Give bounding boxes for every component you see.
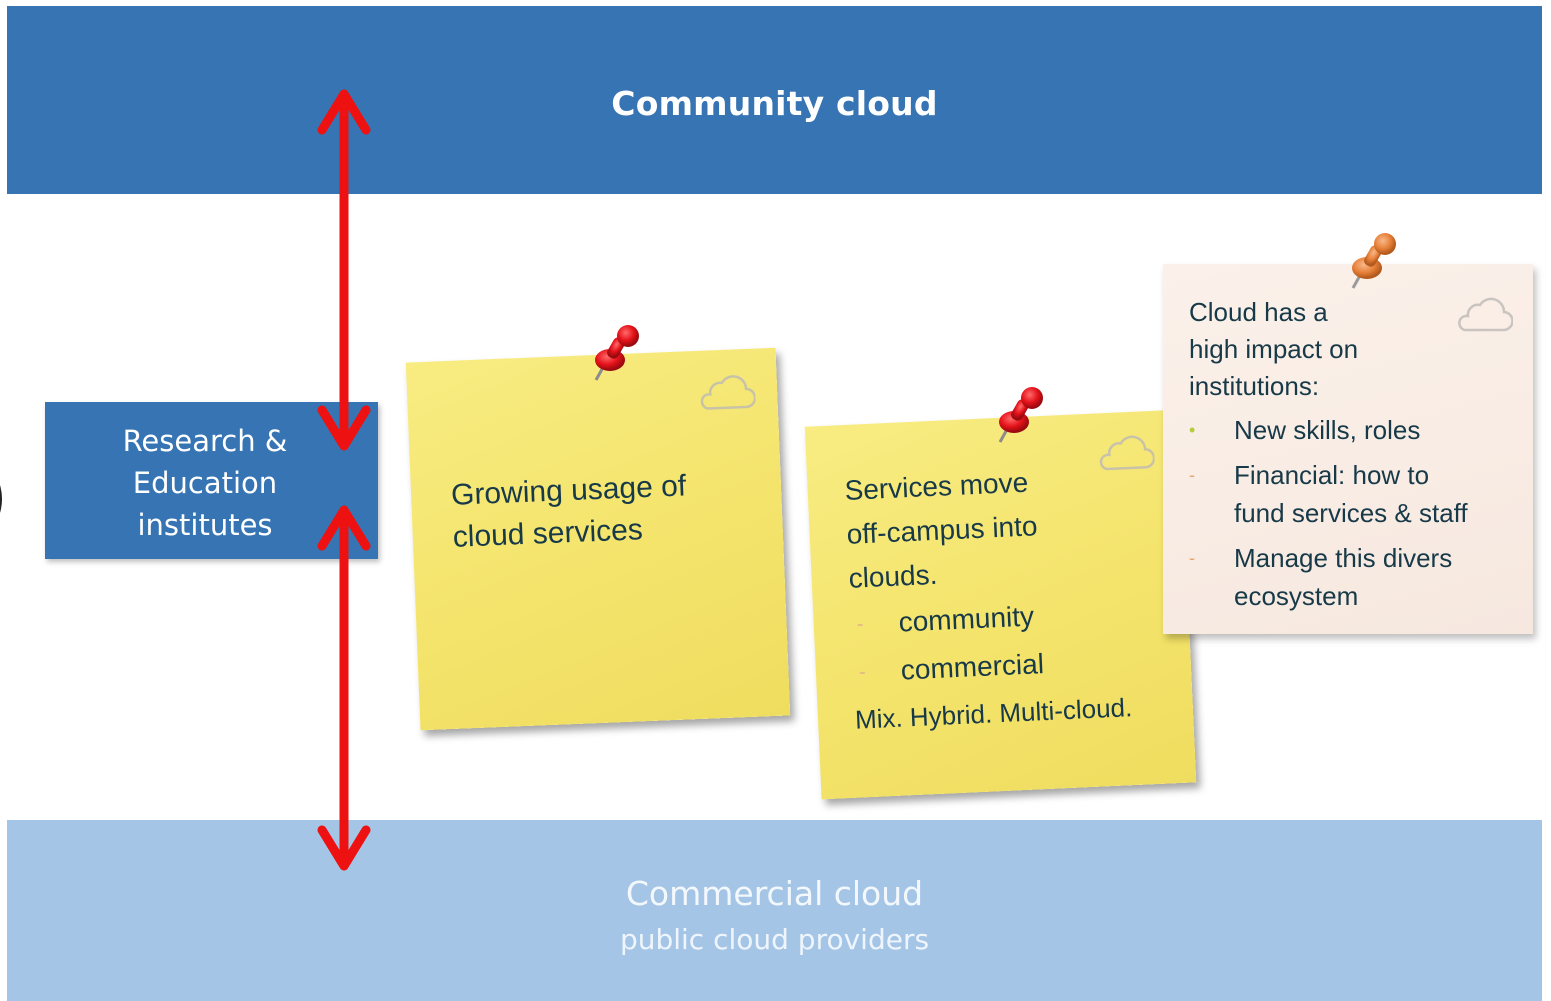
list-item-line-1: Manage this divers xyxy=(1234,543,1453,573)
list-item-line-2: ecosystem xyxy=(1234,581,1359,611)
push-pin-icon xyxy=(998,387,1043,443)
cloud-outline-icon xyxy=(1099,435,1156,471)
commercial-cloud-band: Commercial cloud public cloud providers xyxy=(7,820,1542,1001)
lower-double-arrow xyxy=(317,505,371,871)
note-high-impact: Cloud has a high impact on institutions:… xyxy=(1163,264,1533,634)
list-item-line-1: Financial: how to xyxy=(1234,460,1430,490)
note-impact-list: • New skills, roles - Financial: how to … xyxy=(1189,411,1468,615)
institutes-line-3: institutes xyxy=(137,508,273,542)
community-cloud-title: Community cloud xyxy=(611,84,938,123)
commercial-cloud-subtitle: public cloud providers xyxy=(619,923,930,956)
push-pin-icon xyxy=(594,325,639,381)
cloud-outline-icon xyxy=(700,375,756,410)
list-item-line-2: fund services & staff xyxy=(1234,498,1468,528)
note-impact-text: Cloud has a high impact on institutions:… xyxy=(1189,294,1468,622)
list-item: • New skills, roles xyxy=(1189,411,1468,449)
note-growing-usage: Growing usage of cloud services xyxy=(405,347,791,731)
note-impact-line-2: high impact on xyxy=(1189,334,1359,364)
note-services-move: Services move off-campus into clouds. -c… xyxy=(804,409,1197,800)
list-item: - Financial: how to fund services & staf… xyxy=(1189,456,1468,532)
bullet-dash-icon: - xyxy=(1189,465,1195,485)
bullet-dash-icon: - xyxy=(1189,548,1195,568)
institutes-line-1: Research & xyxy=(122,424,288,458)
note-impact-line-3: institutions: xyxy=(1189,371,1320,401)
list-item: - Manage this divers ecosystem xyxy=(1189,539,1468,615)
institutes-line-2: Education xyxy=(132,466,278,500)
note-impact-line-1: Cloud has a xyxy=(1189,297,1328,327)
list-item-line-1: New skills, roles xyxy=(1234,415,1421,445)
commercial-cloud-title: Commercial cloud xyxy=(625,874,924,913)
upper-double-arrow xyxy=(317,89,371,451)
bullet-dot-icon: • xyxy=(1189,420,1196,440)
cloud-outline-icon xyxy=(1458,297,1513,332)
community-cloud-band: Community cloud xyxy=(7,6,1542,194)
institutes-box: Research & Education institutes xyxy=(45,402,378,559)
push-pin-icon xyxy=(1351,233,1396,289)
